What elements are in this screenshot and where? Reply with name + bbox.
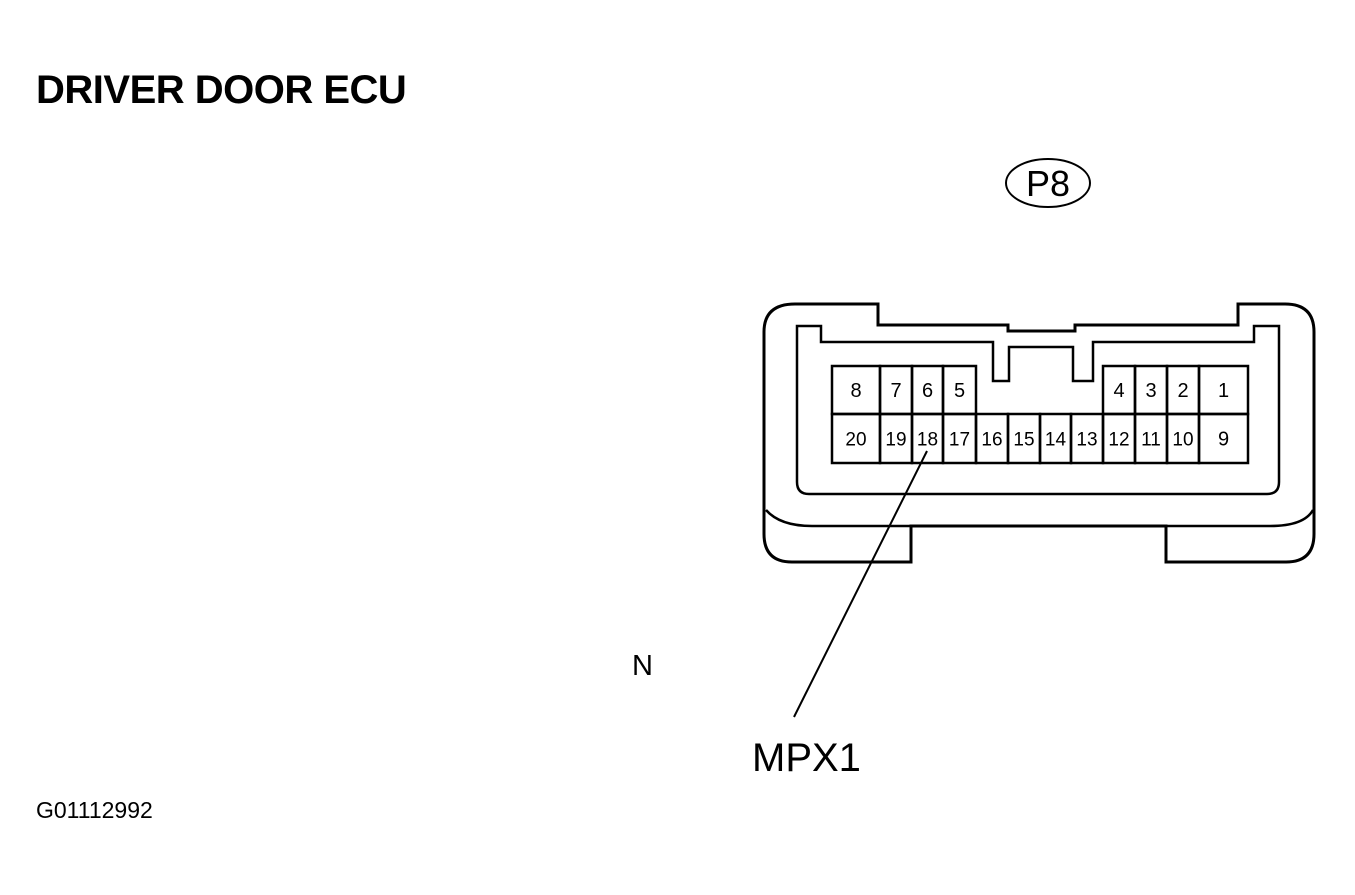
terminal-label-5: 5 <box>954 380 965 402</box>
terminal-label-18: 18 <box>917 430 938 451</box>
terminal-label-14: 14 <box>1045 430 1067 451</box>
terminal-label-15: 15 <box>1013 430 1034 451</box>
terminal-label-16: 16 <box>981 430 1002 451</box>
terminal-label-8: 8 <box>850 380 861 402</box>
terminal-label-2: 2 <box>1177 380 1188 402</box>
terminal-label-9: 9 <box>1218 429 1229 451</box>
terminal-label-6: 6 <box>922 380 933 402</box>
terminal-label-1: 1 <box>1218 380 1229 402</box>
terminal-cell-9 <box>1197 412 1250 465</box>
side-label: N <box>632 650 653 682</box>
terminal-label-3: 3 <box>1145 380 1156 402</box>
terminal-label-7: 7 <box>890 380 901 402</box>
connector-code-badge <box>1005 158 1091 208</box>
page-title: DRIVER DOOR ECU <box>36 68 407 112</box>
terminal-label-17: 17 <box>949 430 970 451</box>
connector-housing <box>762 302 1316 564</box>
callout-label: MPX1 <box>752 736 861 780</box>
terminal-label-19: 19 <box>885 430 906 451</box>
terminal-label-11: 11 <box>1141 430 1161 451</box>
terminal-label-10: 10 <box>1172 430 1193 451</box>
terminal-label-4: 4 <box>1113 380 1124 402</box>
terminal-label-13: 13 <box>1076 430 1097 451</box>
terminal-label-20: 20 <box>845 430 866 451</box>
housing-shoulder <box>765 509 1315 528</box>
terminal-label-12: 12 <box>1108 430 1129 451</box>
figure-id: G01112992 <box>36 797 153 823</box>
connector-code: P8 <box>1026 163 1070 204</box>
callout-leader-line <box>793 450 928 718</box>
connector-cavity <box>795 324 1281 496</box>
